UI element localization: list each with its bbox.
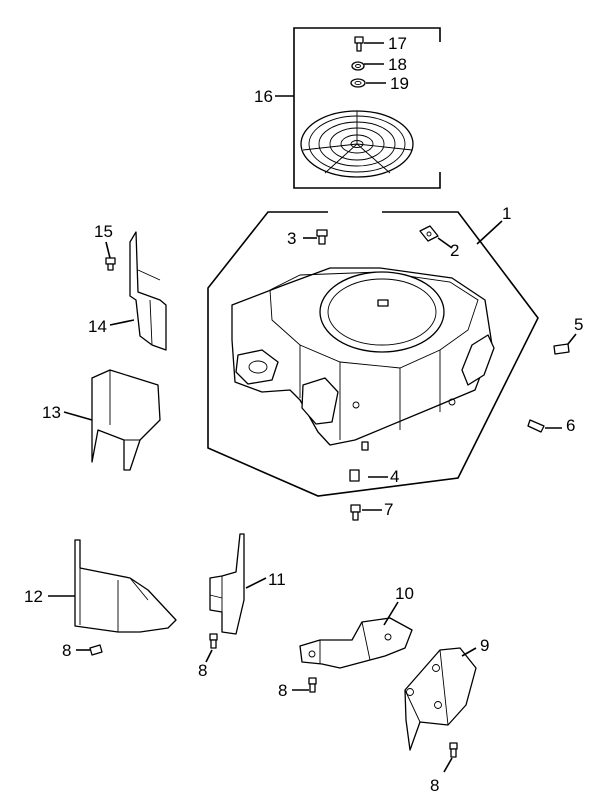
callout-19: 19: [390, 74, 409, 93]
screw-7: [350, 504, 382, 521]
callout-3: 3: [287, 229, 296, 248]
callout-17: 17: [388, 34, 407, 53]
callout-14: 14: [88, 317, 107, 336]
callout-5: 5: [574, 315, 583, 334]
callout-10: 10: [395, 584, 414, 603]
screw-6: [527, 419, 562, 433]
screw-8c: [292, 677, 317, 693]
callout-2: 2: [450, 241, 459, 260]
blower-housing-outline: [207, 211, 539, 497]
washer-19: [350, 78, 386, 88]
baffle-13: [63, 369, 161, 471]
callout-16: 16: [254, 87, 273, 106]
bracket-10: [299, 601, 413, 669]
screw-15: [105, 241, 116, 271]
screw-8d: [443, 742, 458, 773]
callout-18: 18: [388, 55, 407, 74]
baffle-11: [209, 533, 267, 635]
screw-8a: [76, 644, 103, 656]
callout-8b: 8: [198, 661, 207, 680]
baffle-12: [48, 539, 177, 633]
baffle-14: [109, 231, 167, 351]
screw-3: [303, 229, 328, 245]
nut-18: [351, 61, 384, 71]
callout-8c: 8: [278, 681, 287, 700]
bracket-9: [404, 647, 477, 751]
screw-5: [553, 333, 577, 355]
callout-8a: 8: [62, 641, 71, 660]
callout-7: 7: [384, 500, 393, 519]
grille-screen: [300, 110, 414, 178]
callout-15: 15: [94, 222, 113, 241]
callout-6: 6: [566, 416, 575, 435]
callout-9: 9: [480, 636, 489, 655]
callout-1: 1: [502, 204, 511, 223]
callout-13: 13: [42, 403, 61, 422]
callout-11: 11: [268, 570, 286, 589]
blower-housing: [231, 267, 495, 451]
clip-2: [419, 225, 453, 249]
nut-4: [349, 469, 388, 482]
screw-17: [354, 36, 384, 52]
grille-kit-box: [275, 27, 441, 189]
screw-8b: [205, 633, 218, 663]
callout-8d: 8: [430, 776, 439, 795]
callout-4: 4: [390, 467, 399, 486]
callout-12: 12: [24, 587, 43, 606]
